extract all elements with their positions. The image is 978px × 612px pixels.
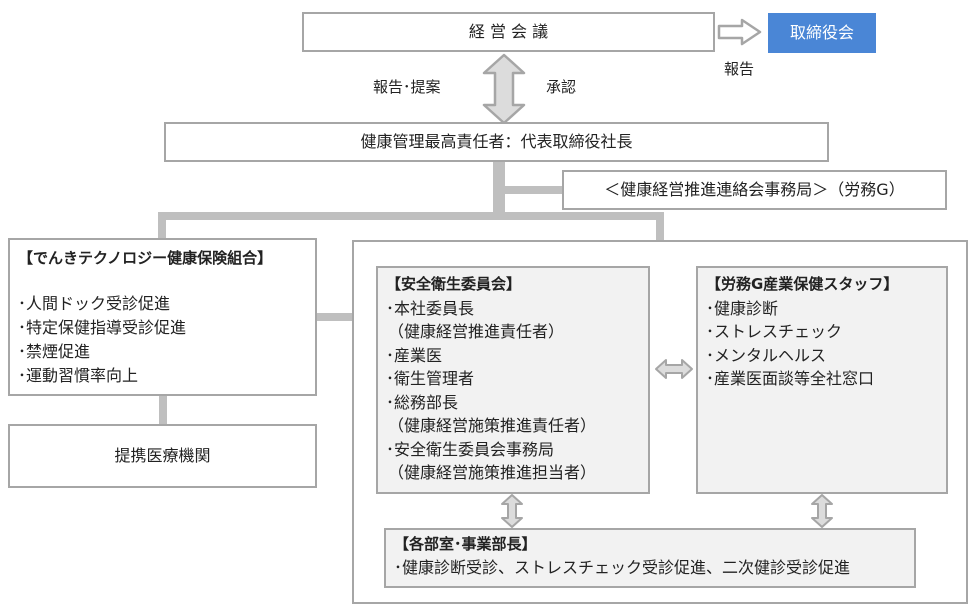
- union-list: ･人間ドック受診促進 ･特定保健指導受診促進 ･禁煙促進 ･運動習慣率向上: [18, 292, 307, 388]
- departments-box: 【各部室･事業部長】 ･健康診断受診、ストレスチェック受診促進、二次健診受診促進: [384, 528, 916, 588]
- union-item: ･運動習慣率向上: [18, 366, 139, 385]
- board-box: 取締役会: [768, 13, 876, 53]
- management-meeting-label: 経 営 会 議: [468, 22, 549, 41]
- connector-to-secretariat: [505, 186, 563, 194]
- committee-dept-double-arrow-icon: [501, 494, 523, 528]
- committee-item: ･本社委員長: [386, 298, 475, 318]
- staff-dept-double-arrow-icon: [811, 494, 833, 528]
- connector-union-to-main: [316, 313, 354, 321]
- connector-officer-down: [493, 160, 505, 212]
- committee-item: （健康経営推進責任者）: [388, 322, 565, 341]
- committee-item: ･総務部長: [386, 392, 459, 412]
- report-proposal-label: 報告･提案: [373, 78, 441, 96]
- committee-item: （健康経営施策推進担当者）: [388, 463, 597, 482]
- committee-item: （健康経営施策推進責任者）: [388, 416, 597, 435]
- report-right-arrow-icon: [717, 18, 762, 46]
- departments-title: 【各部室･事業部長】: [394, 535, 537, 553]
- labor-staff-title: 【労務G産業保健スタッフ】: [706, 275, 899, 293]
- committee-item: ･衛生管理者: [386, 369, 475, 388]
- labor-staff-list: ･健康診断 ･ストレスチェック ･メンタルヘルス ･産業医面談等全社窓口: [706, 297, 938, 391]
- connector-union-to-medical: [159, 394, 167, 424]
- labor-staff-item: ･産業医面談等全社窓口: [706, 369, 875, 388]
- report-label: 報告: [724, 60, 755, 78]
- secretariat-label: ＜健康経営推進連絡会事務局＞（労務G）: [604, 180, 905, 199]
- secretariat-box: ＜健康経営推進連絡会事務局＞（労務G）: [562, 170, 947, 210]
- labor-staff-box: 【労務G産業保健スタッフ】 ･健康診断 ･ストレスチェック ･メンタルヘルス ･…: [696, 266, 948, 494]
- approval-label: 承認: [546, 78, 577, 96]
- labor-staff-item: ･健康診断: [706, 298, 779, 318]
- medical-institution-box: 提携医療機関: [8, 424, 317, 488]
- union-item: ･特定保健指導受診促進: [18, 318, 187, 337]
- board-label: 取締役会: [789, 23, 854, 42]
- health-insurance-union-box: 【でんきテクノロジー健康保険組合】 ･人間ドック受診促進 ･特定保健指導受診促進…: [8, 238, 317, 396]
- safety-committee-box: 【安全衛生委員会】 ･本社委員長 （健康経営推進責任者） ･産業医 ･衛生管理者…: [376, 266, 650, 494]
- safety-committee-title: 【安全衛生委員会】: [386, 275, 522, 293]
- committee-item: ･産業医: [386, 345, 443, 365]
- connector-horizontal-branch: [158, 212, 664, 220]
- report-approval-double-arrow-icon: [482, 53, 526, 125]
- management-meeting-box: 経 営 会 議: [302, 12, 715, 52]
- coordination-double-arrow-icon: [655, 359, 693, 379]
- safety-committee-list: ･本社委員長 （健康経営推進責任者） ･産業医 ･衛生管理者 ･総務部長 （健康…: [386, 297, 640, 485]
- health-officer-box: 健康管理最高責任者：代表取締役社長: [164, 122, 829, 162]
- connector-left-drop: [158, 212, 166, 238]
- labor-staff-item: ･ストレスチェック: [706, 322, 843, 341]
- labor-staff-item: ･メンタルヘルス: [706, 345, 827, 365]
- departments-text: ･健康診断受診、ストレスチェック受診促進、二次健診受診促進: [394, 558, 851, 577]
- medical-institution-label: 提携医療機関: [114, 446, 211, 465]
- health-officer-label: 健康管理最高責任者：代表取締役社長: [360, 132, 633, 151]
- union-item: ･禁煙促進: [18, 342, 91, 361]
- committee-item: ･安全衛生委員会事務局: [386, 439, 555, 459]
- connector-right-drop: [656, 212, 664, 240]
- union-title: 【でんきテクノロジー健康保険組合】: [18, 249, 273, 267]
- union-item: ･人間ドック受診促進: [18, 294, 171, 313]
